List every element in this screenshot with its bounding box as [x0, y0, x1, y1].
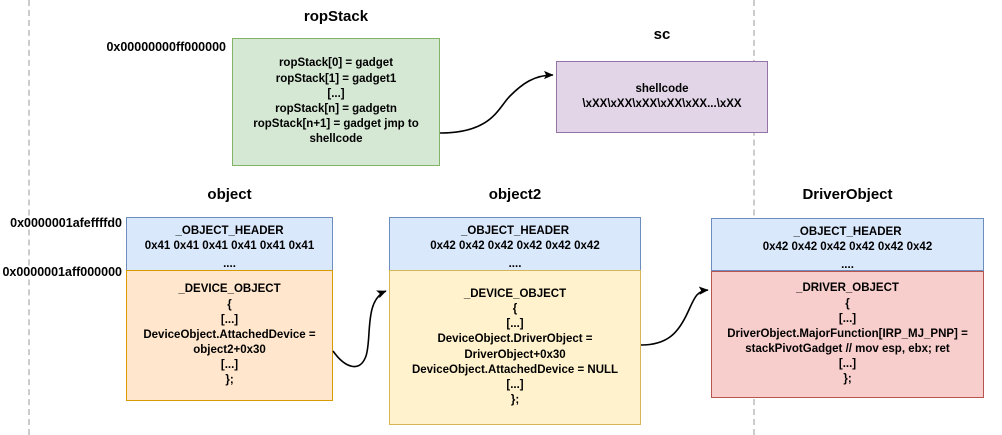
driverobject-body-line-1: {	[845, 297, 850, 310]
address-ropstack-base: 0x00000000ff000000	[106, 40, 226, 54]
ropstack-line-5: shellcode	[309, 133, 363, 146]
object-body-line-4: object2+0x30	[193, 344, 266, 357]
object2-body-line-6: [...]	[506, 378, 524, 391]
ropstack-line-4: ropStack[n+1] = gadget jmp to	[253, 118, 419, 131]
object2-header-line-1: 0x42 0x42 0x42 0x42 0x42 0x42	[430, 240, 600, 253]
arrow-object-to-object2	[332, 290, 387, 368]
object-body-line-5: [...]	[220, 359, 239, 372]
title-object: object	[207, 186, 252, 203]
driverobject-body-box[interactable]: _DRIVER_OBJECT { [...] DriverObject.Majo…	[711, 271, 984, 398]
arrow-object2-to-driverobject	[640, 286, 709, 346]
object2-body-line-0: _DEVICE_OBJECT	[463, 287, 567, 300]
ropstack-line-2: [...]	[327, 87, 345, 100]
driverobject-body-line-5: [...]	[838, 358, 857, 371]
title-driverobject: DriverObject	[802, 186, 893, 203]
driverobject-header-line-0: _OBJECT_HEADER	[793, 226, 902, 238]
object2-body-line-7: };	[510, 394, 520, 407]
object-header-line-2: ....	[223, 258, 236, 271]
object2-body-line-3: DeviceObject.DriverObject =	[437, 333, 593, 346]
address-object-device-base: 0x0000001aff000000	[2, 265, 122, 279]
ropstack-line-1: ropStack[1] = gadget1	[275, 72, 397, 85]
object2-device-box[interactable]: _DEVICE_OBJECT { [...] DeviceObject.Driv…	[389, 270, 641, 425]
object-device-box[interactable]: _DEVICE_OBJECT { [...] DeviceObject.Atta…	[126, 270, 333, 401]
sc-line-0: shellcode	[635, 82, 689, 95]
guide-line-right	[753, 0, 755, 435]
ropstack-line-0: ropStack[0] = gadget	[278, 57, 394, 70]
driverobject-body-line-3: DriverObject.MajorFunction[IRP_MJ_PNP] =	[727, 327, 968, 340]
object2-body-line-4: DriverObject+0x30	[464, 348, 566, 361]
object-body-line-1: {	[227, 298, 232, 311]
object-header-box[interactable]: _OBJECT_HEADER 0x41 0x41 0x41 0x41 0x41 …	[126, 217, 333, 271]
object2-header-box[interactable]: _OBJECT_HEADER 0x42 0x42 0x42 0x42 0x42 …	[389, 217, 641, 271]
object-header-line-0: _OBJECT_HEADER	[175, 225, 284, 237]
title-object2: object2	[488, 186, 542, 203]
driverobject-body-line-0: _DRIVER_OBJECT	[796, 282, 899, 295]
object2-body-line-2: [...]	[506, 318, 524, 331]
arrow-ropstack-to-sc	[439, 70, 554, 134]
driverobject-body-line-2: [...]	[838, 312, 857, 325]
guide-line-left	[28, 0, 30, 435]
object2-body-line-1: {	[512, 302, 518, 315]
sc-line-1: \xXX\xXX\xXX\xXX\xXX...\xXX	[582, 98, 742, 110]
driverobject-header-line-1: 0x42 0x42 0x42 0x42 0x42 0x42	[762, 241, 933, 254]
object2-header-line-0: _OBJECT_HEADER	[461, 225, 569, 237]
object-body-line-2: [...]	[220, 313, 239, 326]
driverobject-body-line-6: };	[843, 373, 852, 386]
address-object-header-base: 0x0000001afeffffd0	[10, 216, 122, 230]
title-ropstack: ropStack	[303, 8, 369, 25]
sc-box[interactable]: shellcode \xXX\xXX\xXX\xXX\xXX...\xXX	[556, 61, 768, 133]
ropstack-line-3: ropStack[n] = gadgetn	[275, 103, 397, 115]
driverobject-header-line-2: ....	[841, 259, 854, 272]
driverobject-header-box[interactable]: _OBJECT_HEADER 0x42 0x42 0x42 0x42 0x42 …	[711, 218, 984, 271]
object-body-line-6: };	[225, 374, 234, 387]
object2-header-line-2: ....	[508, 258, 522, 271]
object2-body-line-5: DeviceObject.AttachedDevice = NULL	[411, 363, 619, 376]
object-header-line-1: 0x41 0x41 0x41 0x41 0x41 0x41	[144, 240, 315, 253]
ropstack-box[interactable]: ropStack[0] = gadget ropStack[1] = gadge…	[232, 38, 440, 166]
driverobject-body-line-4: stackPivotGadget // mov esp, ebx; ret	[745, 343, 950, 356]
object-body-line-0: _DEVICE_OBJECT	[178, 283, 281, 296]
object-body-line-3: DeviceObject.AttachedDevice =	[143, 328, 316, 341]
title-sc: sc	[653, 26, 671, 43]
